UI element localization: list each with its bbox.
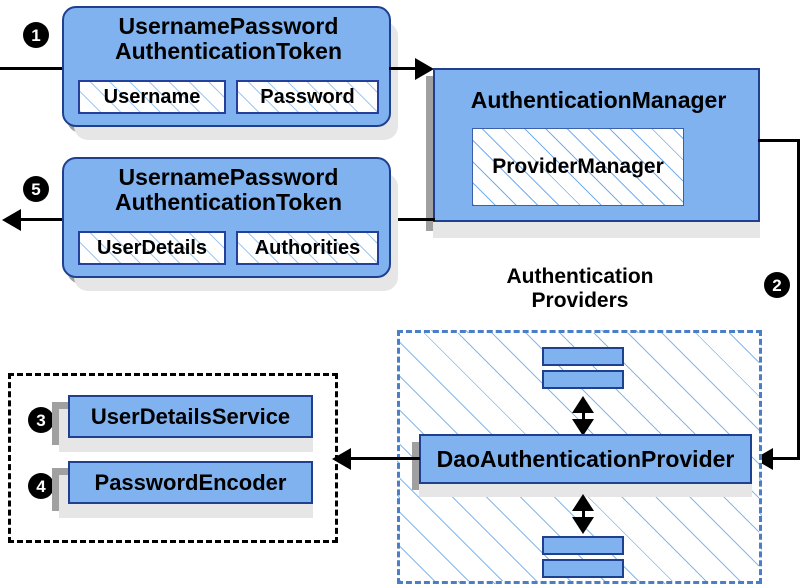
passwordencoder-label: PasswordEncoder — [94, 469, 287, 495]
manager-to-response-token-line — [389, 218, 435, 221]
dao-authentication-provider-label: DaoAuthenticationProvider — [436, 445, 735, 472]
response-token-field-authorities[interactable]: Authorities — [236, 231, 379, 265]
authentication-providers-caption-line1: Authentication — [506, 265, 654, 288]
collapsed-provider-top-1[interactable] — [542, 347, 624, 366]
inbound-request-line — [0, 67, 78, 70]
response-token-title-line2: AuthenticationToken — [114, 189, 342, 216]
response-token-field-userdetails-label: UserDetails — [96, 236, 208, 259]
manager-to-providers-line-bottom — [772, 457, 800, 460]
step-badge-3: 3 — [28, 407, 54, 433]
collapsed-provider-bottom-1[interactable] — [542, 536, 624, 555]
userdetailsservice-box[interactable]: UserDetailsService — [68, 395, 313, 438]
authentication-manager-title: AuthenticationManager — [470, 87, 727, 113]
provider-manager-label: ProviderManager — [492, 155, 664, 178]
collapsed-provider-top-2[interactable] — [542, 370, 624, 389]
step-badge-4: 4 — [28, 473, 54, 499]
response-token-field-authorities-label: Authorities — [254, 236, 361, 259]
request-token-field-password[interactable]: Password — [236, 80, 379, 114]
request-token-box[interactable]: UsernamePassword AuthenticationToken Use… — [62, 6, 391, 127]
step-badge-2: 2 — [764, 272, 790, 298]
providers-bottom-arrow-down — [572, 517, 594, 534]
services-container — [8, 373, 338, 543]
authentication-providers-caption-line2: Providers — [531, 288, 629, 312]
request-token-title-line2: AuthenticationToken — [114, 38, 342, 65]
manager-to-providers-line-vertical — [797, 139, 800, 459]
userdetailsservice-label: UserDetailsService — [90, 403, 291, 429]
providers-to-services-line — [350, 457, 420, 460]
providers-top-arrow-line — [582, 400, 585, 426]
authentication-manager-box[interactable]: AuthenticationManager ProviderManager — [433, 68, 760, 222]
response-token-box[interactable]: UsernamePassword AuthenticationToken Use… — [62, 157, 391, 278]
step-badge-5: 5 — [23, 176, 49, 202]
token-to-manager-line — [389, 67, 419, 70]
request-token-title-line1: UsernamePassword — [118, 13, 339, 39]
response-token-field-userdetails[interactable]: UserDetails — [78, 231, 226, 265]
request-token-field-username[interactable]: Username — [78, 80, 226, 114]
request-token-field-password-label: Password — [260, 85, 355, 108]
providers-bottom-arrow-line — [582, 498, 585, 524]
authentication-providers-caption: Authentication Providers — [455, 265, 705, 312]
request-token-field-username-label: Username — [103, 85, 201, 108]
response-outbound-arrowhead — [2, 209, 21, 231]
response-outbound-line — [20, 218, 80, 221]
passwordencoder-box[interactable]: PasswordEncoder — [68, 461, 313, 504]
step-badge-1: 1 — [23, 22, 49, 48]
response-token-title: UsernamePassword AuthenticationToken — [64, 164, 393, 216]
collapsed-provider-bottom-2[interactable] — [542, 559, 624, 578]
response-token-title-line1: UsernamePassword — [118, 164, 339, 190]
manager-to-providers-line-top — [758, 139, 800, 142]
provider-manager-box[interactable]: ProviderManager — [472, 128, 684, 206]
dao-authentication-provider-box[interactable]: DaoAuthenticationProvider — [419, 434, 752, 484]
request-token-title: UsernamePassword AuthenticationToken — [64, 13, 393, 65]
token-to-manager-arrowhead — [415, 58, 434, 80]
providers-top-arrow-down — [572, 419, 594, 436]
